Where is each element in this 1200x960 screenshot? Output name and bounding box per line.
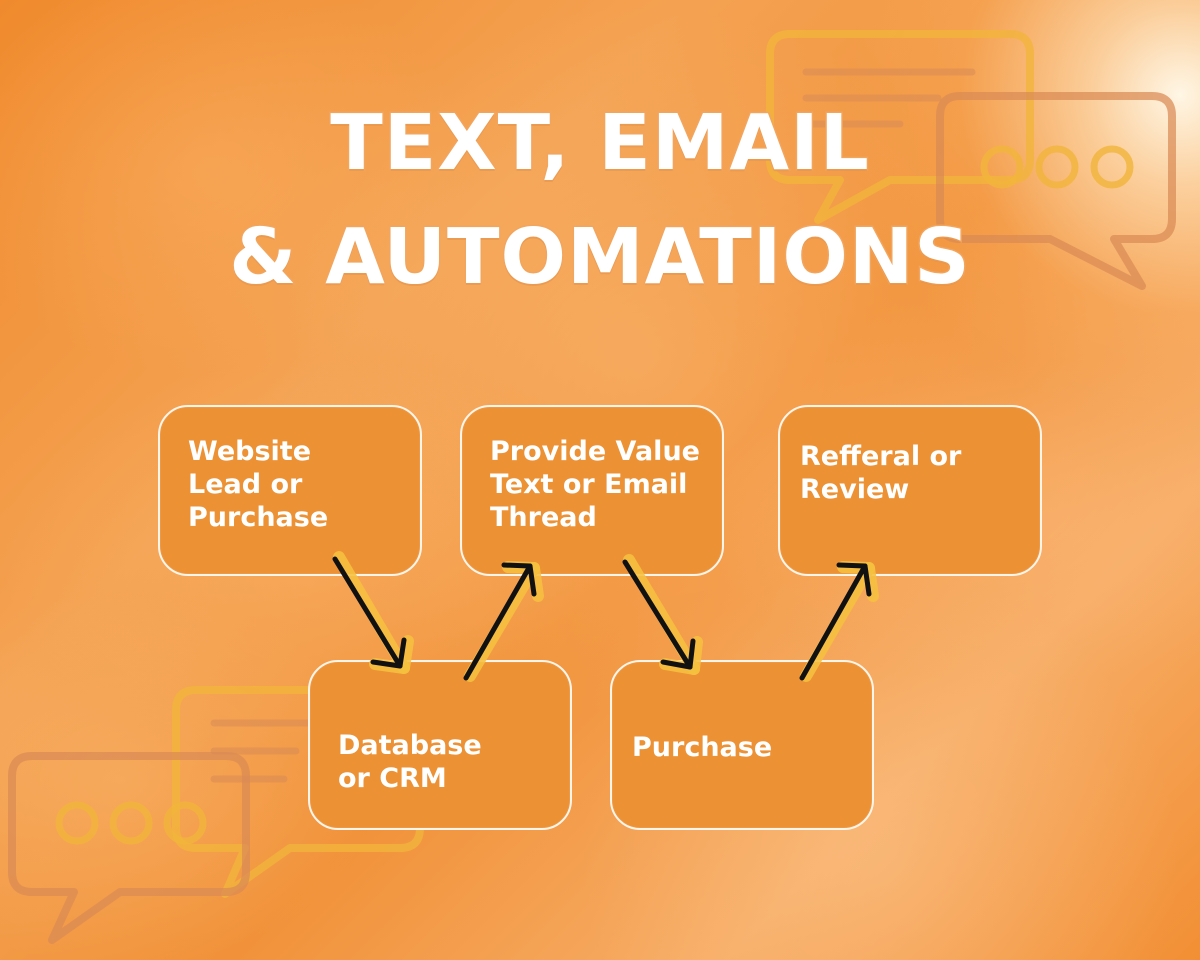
node-label-line: Text or Email xyxy=(490,469,688,500)
node-purchase: Purchase xyxy=(610,660,874,830)
node-label: Purchase xyxy=(632,731,772,764)
node-label-line: Purchase xyxy=(632,732,773,763)
node-label-line: Website xyxy=(188,436,312,467)
top-right-chat-bubble-back-icon xyxy=(766,30,1034,224)
node-label-line: Refferal or xyxy=(800,441,962,472)
node-label-line: Review xyxy=(800,474,910,505)
bottom-left-chat-bubble-front-icon xyxy=(8,752,250,944)
top-right-typing-dots-icon xyxy=(980,145,1134,189)
top-right-chat-bubble-front-icon xyxy=(936,92,1176,290)
node-label: Provide Value Text or Email Thread xyxy=(490,435,700,534)
bottom-left-message-lines-icon xyxy=(210,719,318,783)
node-provide-value-text-or-email-thread: Provide Value Text or Email Thread xyxy=(460,405,724,576)
node-label-line: or CRM xyxy=(338,763,447,794)
node-website-lead-or-purchase: Website Lead or Purchase xyxy=(158,405,422,576)
node-label-line: Purchase xyxy=(188,502,329,533)
node-label: Database or CRM xyxy=(338,729,482,795)
node-label-line: Provide Value xyxy=(490,436,700,467)
bottom-left-typing-dots-icon xyxy=(55,801,207,845)
node-label-line: Database xyxy=(338,730,482,761)
node-label: Refferal or Review xyxy=(800,440,961,506)
title-line-2: & AUTOMATIONS xyxy=(228,212,971,303)
top-right-message-lines-icon xyxy=(802,68,976,128)
node-label-line: Lead or xyxy=(188,469,303,500)
title-line-1: TEXT, EMAIL xyxy=(329,98,871,189)
node-refferal-or-review: Refferal or Review xyxy=(778,405,1042,576)
node-label: Website Lead or Purchase xyxy=(188,435,328,534)
node-database-or-crm: Database or CRM xyxy=(308,660,572,830)
node-label-line: Thread xyxy=(490,502,597,533)
page-title: TEXT, EMAIL & AUTOMATIONS xyxy=(0,98,1200,303)
